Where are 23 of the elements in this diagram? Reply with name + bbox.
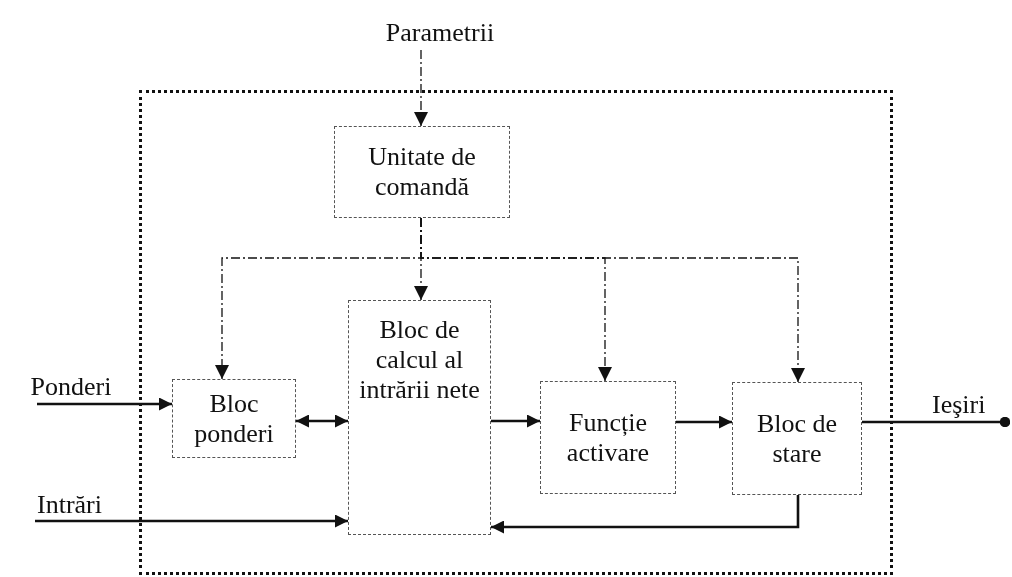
block-box bbox=[172, 379, 296, 458]
signal-label: Parametrii bbox=[385, 18, 495, 48]
arrow bbox=[37, 397, 172, 411]
arrow bbox=[414, 49, 428, 127]
arrow bbox=[420, 217, 805, 383]
block-box bbox=[348, 300, 491, 535]
signal-label: Intrări bbox=[37, 490, 102, 520]
block-box bbox=[334, 126, 510, 218]
block-label: Bloc ponderi bbox=[193, 388, 275, 449]
block-label: Bloc de calcul al intrării nete bbox=[358, 315, 481, 405]
arrow bbox=[296, 414, 348, 428]
dotted-boundary-box bbox=[139, 90, 893, 575]
signal-label: Ponderi bbox=[30, 372, 112, 402]
block-label: Bloc de stare bbox=[755, 408, 839, 469]
block-label: Unitate de comandă bbox=[367, 142, 477, 202]
arrow bbox=[491, 495, 800, 534]
block-box bbox=[540, 381, 676, 494]
arrow bbox=[35, 514, 348, 528]
arrow bbox=[491, 414, 540, 428]
block-box bbox=[732, 382, 862, 495]
block-label: Funcție activare bbox=[565, 407, 651, 468]
arrow bbox=[676, 415, 732, 429]
edge-label: Ieşiri bbox=[932, 390, 986, 420]
